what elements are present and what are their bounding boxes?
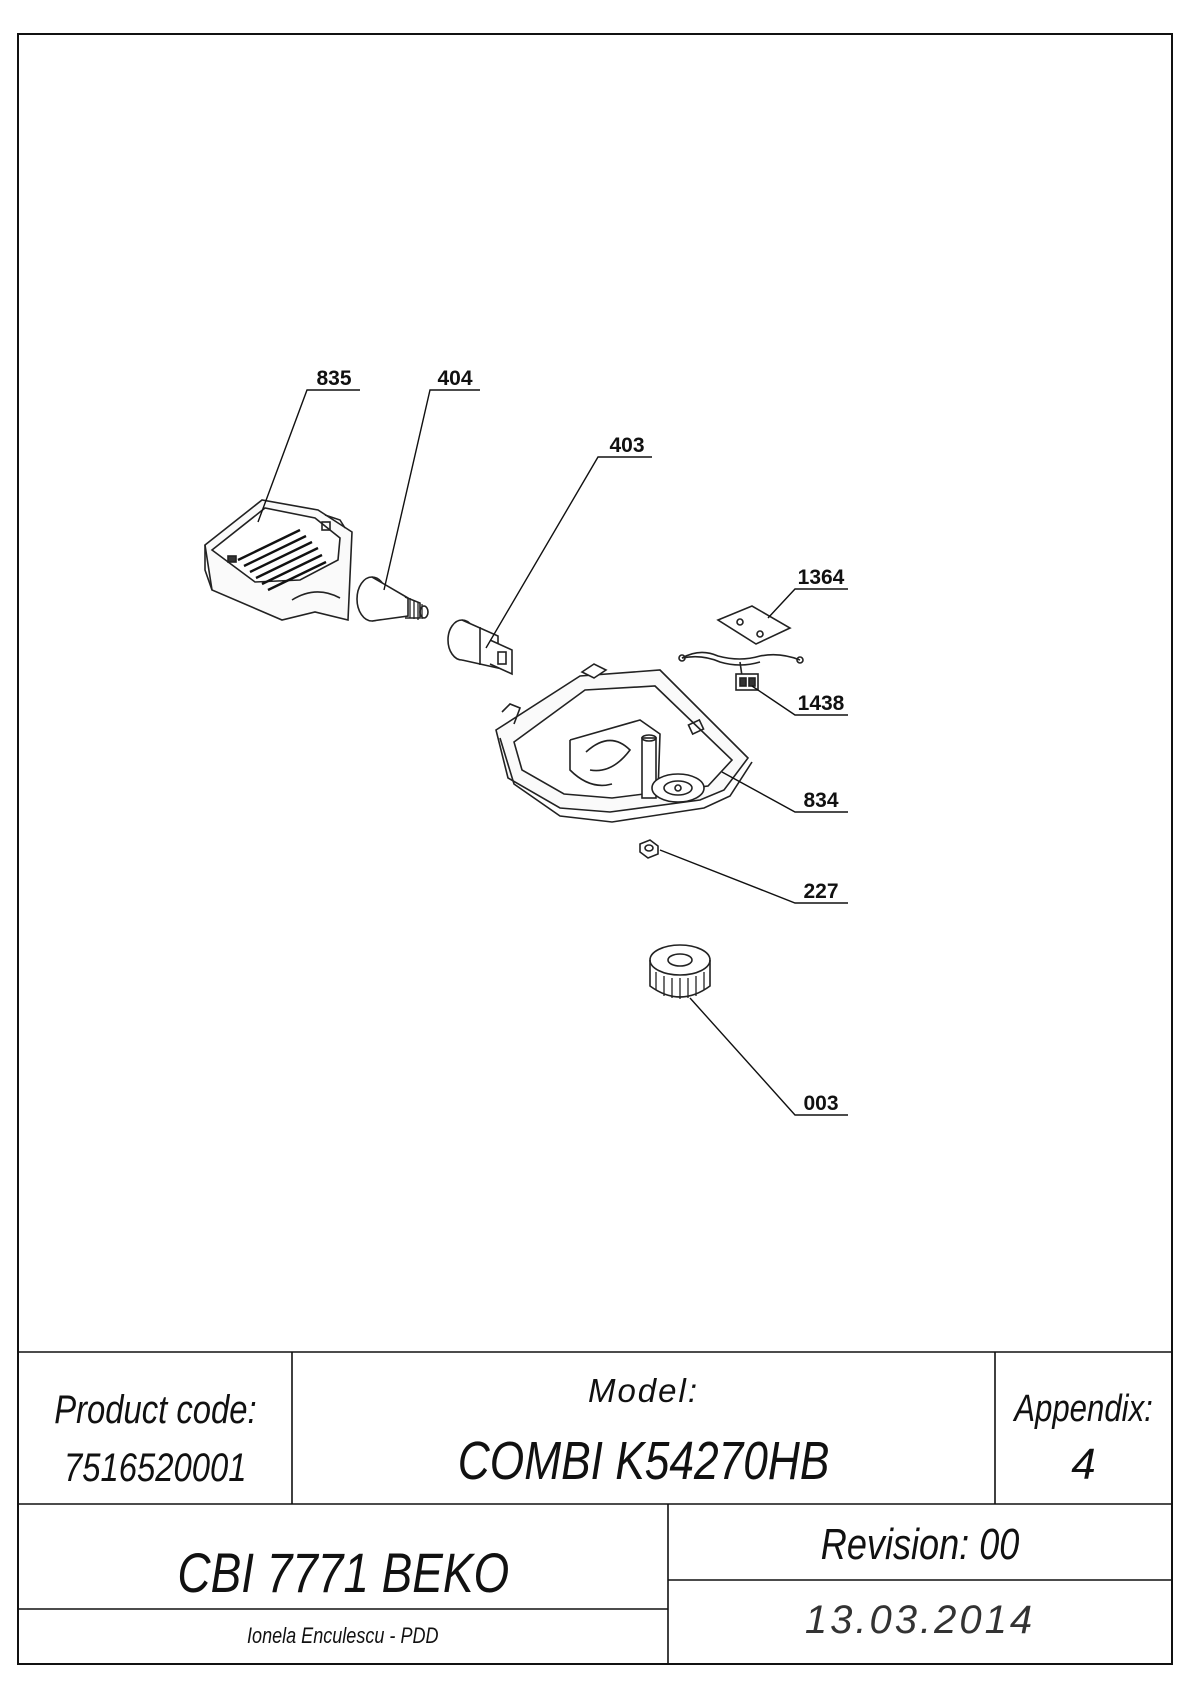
appendix-value: 4 [1071, 1440, 1096, 1489]
product-code-value-text: 7516520001 [63, 1446, 247, 1490]
label-1364: 1364 [798, 566, 845, 589]
model-label: Model: [587, 1372, 700, 1409]
label-835: 835 [316, 367, 351, 390]
product-code-label-text: Product code: [53, 1388, 257, 1432]
part-834-housing [495, 663, 753, 823]
part-1438-wiring [678, 651, 804, 691]
revision: Revision: 00 [668, 1520, 1172, 1570]
product-code-label: Product code: [18, 1388, 292, 1433]
model-value-text: COMBI K54270HB [457, 1431, 830, 1491]
part-003-knob [649, 944, 711, 999]
model-value: COMBI K54270HB [292, 1430, 995, 1492]
part-403-socket [447, 619, 513, 676]
label-003: 003 [803, 1092, 838, 1115]
product-code-value: 7516520001 [18, 1446, 292, 1491]
part-404-bulb [356, 576, 429, 622]
product-name-text: CBI 7771 BEKO [177, 1541, 509, 1604]
label-404: 404 [437, 367, 472, 390]
sheet-border [17, 33, 1173, 1665]
appendix-label: Appendix: [995, 1388, 1172, 1431]
revision-text: Revision: 00 [820, 1520, 1020, 1569]
label-227: 227 [803, 880, 838, 903]
label-834: 834 [803, 789, 838, 812]
date: 13.03.2014 [804, 1598, 1036, 1642]
appendix-label-text: Appendix: [1014, 1388, 1153, 1430]
author: Ionela Enculescu - PDD [18, 1623, 668, 1649]
label-1438: 1438 [798, 692, 845, 715]
label-403: 403 [609, 434, 644, 457]
author-text: Ionela Enculescu - PDD [247, 1623, 439, 1648]
part-1364-board [716, 605, 792, 645]
product-name: CBI 7771 BEKO [18, 1540, 668, 1605]
title-block-grid [18, 1351, 1172, 1664]
leader-lines [257, 389, 848, 1116]
part-227-nut [639, 839, 659, 859]
part-835-cover [204, 499, 353, 622]
